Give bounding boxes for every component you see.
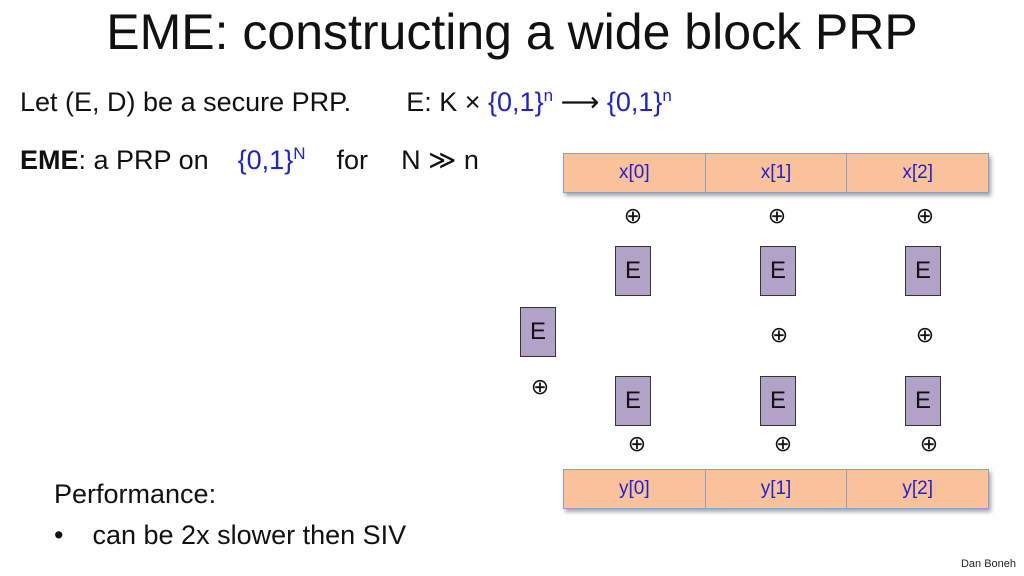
xor-symbol: ⊕ xyxy=(769,322,789,348)
input-blocks-row: x[0] x[1] x[2] xyxy=(563,153,990,193)
output-block: y[2] xyxy=(847,469,990,509)
encrypt-block: E xyxy=(905,376,941,426)
domain-set-exponent: n xyxy=(543,86,554,105)
output-block: y[1] xyxy=(705,469,848,509)
xor-symbol: ⊕ xyxy=(623,203,643,229)
eme-label: EME xyxy=(20,145,79,175)
xor-symbol: ⊕ xyxy=(530,374,550,400)
line-prp-definition: Let (E, D) be a secure PRP. E: K × {0,1}… xyxy=(20,85,672,119)
encrypt-block: E xyxy=(760,376,796,426)
slide-title: EME: constructing a wide block PRP xyxy=(106,4,918,60)
output-blocks-row: y[0] y[1] y[2] xyxy=(563,469,990,509)
encrypt-block: E xyxy=(615,246,651,296)
size-relation: N ≫ n xyxy=(401,145,479,175)
eme-middle-text: : a PRP on xyxy=(78,145,209,175)
prp-statement: Let (E, D) be a secure PRP. xyxy=(20,87,352,117)
range-set-exponent: n xyxy=(662,86,672,105)
encrypt-block: E xyxy=(615,376,651,426)
map-prefix: E: K × xyxy=(406,87,481,117)
author-footer: Dan Boneh xyxy=(960,558,1016,570)
for-word: for xyxy=(336,145,369,175)
mask-encrypt-block: E xyxy=(520,307,556,357)
xor-symbol: ⊕ xyxy=(915,322,935,348)
encrypt-block: E xyxy=(905,246,941,296)
xor-symbol: ⊕ xyxy=(767,203,787,229)
performance-item: • can be 2x slower then SIV xyxy=(54,518,406,552)
xor-symbol: ⊕ xyxy=(919,431,939,457)
arrow-symbol: ⟶ xyxy=(560,87,600,117)
xor-symbol: ⊕ xyxy=(773,431,793,457)
xor-symbol: ⊕ xyxy=(915,203,935,229)
performance-item-text: can be 2x slower then SIV xyxy=(92,520,407,550)
output-block: y[0] xyxy=(563,469,706,509)
input-block: x[2] xyxy=(847,153,990,193)
eme-set-exponent: N xyxy=(293,144,306,163)
xor-symbol: ⊕ xyxy=(627,431,647,457)
line-eme-definition: EME: a PRP on {0,1}N for N ≫ n xyxy=(20,143,479,177)
input-block: x[1] xyxy=(705,153,848,193)
encrypt-block: E xyxy=(760,246,796,296)
input-block: x[0] xyxy=(563,153,706,193)
eme-set: {0,1} xyxy=(237,145,294,175)
range-set: {0,1} xyxy=(606,87,663,117)
bullet-symbol: • xyxy=(54,520,64,550)
performance-heading: Performance: xyxy=(54,479,217,509)
domain-set: {0,1} xyxy=(488,87,544,117)
